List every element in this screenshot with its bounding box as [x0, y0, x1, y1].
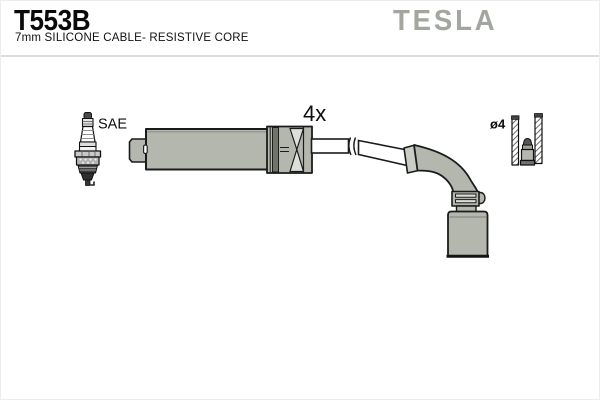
terminal-cup-drawing — [511, 113, 543, 166]
coil-boot-drawing — [128, 125, 313, 174]
cable-drawing — [310, 137, 408, 167]
terminal-diameter-label: ø4 — [490, 117, 506, 132]
quantity-label: 4x — [303, 101, 326, 126]
cable-description: 7mm SILICONE CABLE- RESISTIVE CORE — [15, 32, 249, 44]
brand-logo: TESLA — [393, 5, 498, 37]
part-number: T553B — [14, 5, 91, 37]
plug-standard-label: SAE — [98, 117, 127, 133]
spark-plug-icon — [74, 112, 102, 186]
plug-boot-drawing — [403, 144, 489, 258]
header-divider — [1, 55, 599, 57]
